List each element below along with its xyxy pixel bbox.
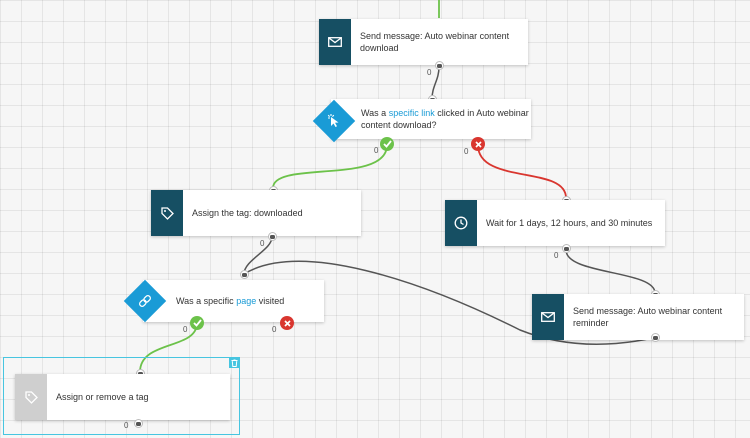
tag-downloaded-out-port[interactable] (268, 232, 277, 241)
envelope-icon (319, 19, 351, 65)
selected-node-outline (3, 357, 240, 435)
wire-yes-to-assign-remove (139, 322, 198, 373)
page-link[interactable]: page (236, 296, 257, 306)
wait-count: 0 (554, 251, 559, 260)
wire-tag-to-reminder (243, 260, 654, 345)
send-message-reminder-node[interactable]: Send message: Auto webinar content remin… (532, 294, 744, 340)
page-visited-condition-text: Was a specific page visited (143, 295, 284, 307)
trash-icon[interactable] (229, 357, 240, 368)
link-condition-yes-count: 0 (374, 146, 379, 155)
send-message-reminder-label: Send message: Auto webinar content remin… (573, 306, 723, 328)
cond-page-in-port[interactable] (240, 270, 249, 279)
wire-yes-to-tag (272, 144, 388, 189)
link-condition-no-badge[interactable] (471, 137, 485, 151)
tag-icon (151, 190, 183, 236)
tag-icon (15, 374, 47, 420)
cursor-click-icon (327, 114, 339, 127)
page-visited-condition-node[interactable]: Was a specific page visited (143, 280, 324, 322)
clock-icon (445, 200, 477, 246)
wire-no-to-wait (477, 144, 567, 199)
wire-tag-to-page-condition (243, 236, 273, 275)
page-condition-no-badge[interactable] (280, 316, 294, 330)
page-condition-yes-count: 0 (183, 325, 188, 334)
link-clicked-condition-node[interactable]: Was a specific link clicked in Auto webi… (331, 99, 531, 139)
wait-out-port[interactable] (562, 244, 571, 253)
specific-link-link[interactable]: specific link (388, 108, 435, 118)
assign-remove-tag-label: Assign or remove a tag (56, 392, 149, 402)
assign-tag-downloaded-node[interactable]: Assign the tag: downloaded (151, 190, 361, 236)
page-condition-diamond (123, 279, 167, 323)
wire-wait-to-reminder (565, 249, 656, 294)
page-condition-suffix: visited (256, 296, 285, 306)
link-icon (139, 295, 151, 307)
page-condition-yes-badge[interactable] (190, 316, 204, 330)
wait-label: Wait for 1 days, 12 hours, and 30 minute… (486, 218, 653, 228)
link-condition-no-count: 0 (464, 147, 469, 156)
page-condition-prefix: Was a specific (176, 296, 237, 306)
link-condition-diamond (312, 99, 356, 143)
wait-node[interactable]: Wait for 1 days, 12 hours, and 30 minute… (445, 200, 665, 246)
send-download-count: 0 (427, 68, 432, 77)
page-condition-no-count: 0 (272, 325, 277, 334)
link-condition-suffix: clicked in Auto webinar content download… (361, 108, 529, 130)
envelope-icon (532, 294, 564, 340)
send-reminder-out-port[interactable] (651, 333, 660, 342)
assign-tag-downloaded-label: Assign the tag: downloaded (192, 208, 303, 218)
tag-downloaded-count: 0 (260, 239, 265, 248)
link-condition-prefix: Was a (361, 108, 389, 118)
send-message-download-node[interactable]: Send message: Auto webinar content downl… (319, 19, 528, 65)
assign-remove-count: 0 (124, 421, 129, 430)
link-clicked-condition-text: Was a specific link clicked in Auto webi… (331, 107, 531, 131)
link-condition-yes-badge[interactable] (380, 137, 394, 151)
send-download-out-port[interactable] (435, 61, 444, 70)
assign-remove-tag-node[interactable]: Assign or remove a tag (15, 374, 230, 420)
assign-remove-out-port[interactable] (134, 419, 143, 428)
send-message-download-label: Send message: Auto webinar content downl… (360, 31, 510, 53)
